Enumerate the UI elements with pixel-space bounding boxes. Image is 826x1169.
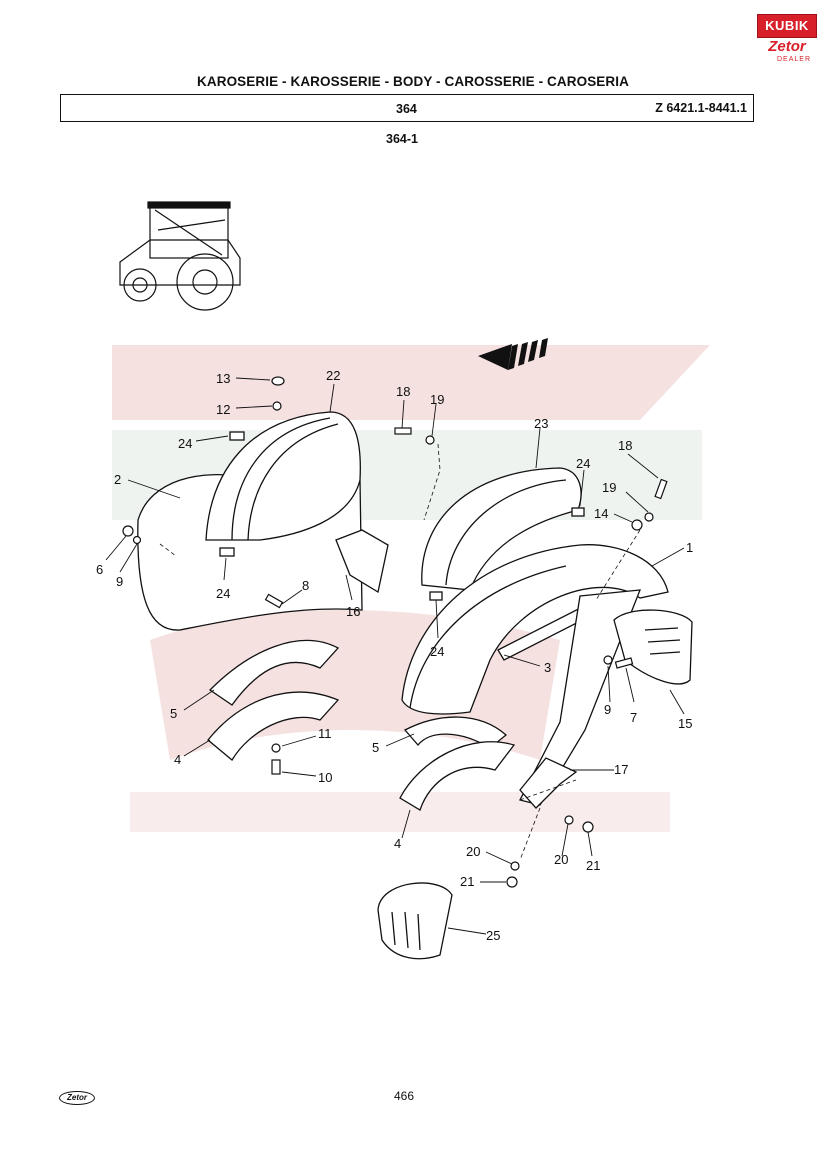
page-title: KAROSERIE - KAROSSERIE - BODY - CAROSSER… — [197, 74, 629, 89]
callout-15: 15 — [678, 716, 692, 731]
callout-4-right: 4 — [394, 836, 401, 851]
callout-2: 2 — [114, 472, 121, 487]
direction-arrow-icon — [478, 338, 548, 370]
callout-8: 8 — [302, 578, 309, 593]
leader-lines — [105, 377, 685, 935]
right-fender-assembly — [399, 467, 693, 811]
callout-20-right: 20 — [554, 852, 568, 867]
fasteners — [122, 376, 668, 888]
part-4-mudguard-lower-left — [207, 691, 340, 761]
callout-6: 6 — [96, 562, 103, 577]
part-16-bracket — [335, 529, 389, 594]
tractor-thumbnail — [119, 201, 241, 311]
logo-kubik-text: KUBIK — [757, 14, 817, 38]
part-4-mudguard-lower-right — [399, 741, 516, 811]
callout-20-left: 20 — [466, 844, 480, 859]
callout-9-right: 9 — [604, 702, 611, 717]
callout-25: 25 — [486, 928, 500, 943]
callout-11: 11 — [318, 726, 332, 741]
dashed-assembly-lines — [159, 443, 641, 861]
part-24-spacer-top — [229, 431, 245, 441]
callout-22: 22 — [326, 368, 340, 383]
callout-21-right: 21 — [586, 858, 600, 873]
callout-4-left: 4 — [174, 752, 181, 767]
callout-24-b: 24 — [216, 586, 230, 601]
page-number: 466 — [394, 1089, 415, 1103]
model-range: Z 6421.1-8441.1 — [655, 101, 747, 115]
callout-18-left: 18 — [396, 384, 410, 399]
callout-19-right: 19 — [602, 480, 616, 495]
callout-13: 13 — [216, 371, 230, 386]
kubik-zetor-logo: KUBIK Zetor DEALER — [757, 14, 817, 70]
part-25-guard — [377, 882, 453, 960]
callout-1: 1 — [686, 540, 693, 555]
callout-23: 23 — [534, 416, 548, 431]
callout-9-left: 9 — [116, 574, 123, 589]
callout-5-left: 5 — [170, 706, 177, 721]
logo-zetor-text: Zetor — [768, 38, 806, 55]
part-15-side-panel — [613, 609, 693, 685]
callout-24-d: 24 — [430, 644, 444, 659]
callout-5-right: 5 — [372, 740, 379, 755]
callout-17: 17 — [614, 762, 628, 777]
section-number: 364 — [396, 102, 417, 116]
callout-12: 12 — [216, 402, 230, 417]
part-1-support-plate — [519, 589, 641, 806]
callout-19-left: 19 — [430, 392, 444, 407]
part-24-spacer-lower — [429, 591, 443, 601]
part-22-fender-cover-left — [205, 411, 361, 541]
callout-14: 14 — [594, 506, 608, 521]
callout-7: 7 — [630, 710, 637, 725]
part-17-bracket — [519, 757, 578, 809]
callout-3: 3 — [544, 660, 551, 675]
part-24-spacer — [219, 547, 235, 557]
part-23-fender-cover-right — [421, 467, 582, 591]
callout-24-c: 24 — [576, 456, 590, 471]
callout-18-right: 18 — [618, 438, 632, 453]
logo-dealer-text: DEALER — [776, 56, 811, 63]
callout-10: 10 — [318, 770, 332, 785]
part-1-fender-right — [401, 544, 669, 715]
figure-number: 364-1 — [386, 132, 418, 146]
part-24-spacer-right — [571, 507, 585, 517]
section-header-bar: 364 Z 6421.1-8441.1 — [60, 94, 754, 122]
left-fender-assembly — [137, 411, 389, 761]
callout-24-a: 24 — [178, 436, 192, 451]
callout-16: 16 — [346, 604, 360, 619]
callout-labels: 1 2 3 4 4 5 5 6 7 8 9 9 10 11 12 13 14 1… — [96, 368, 693, 943]
part-5-mudguard-upper-left — [208, 639, 340, 706]
callout-21-left: 21 — [460, 874, 474, 889]
footer-zetor-logo: Zetor — [59, 1091, 95, 1105]
